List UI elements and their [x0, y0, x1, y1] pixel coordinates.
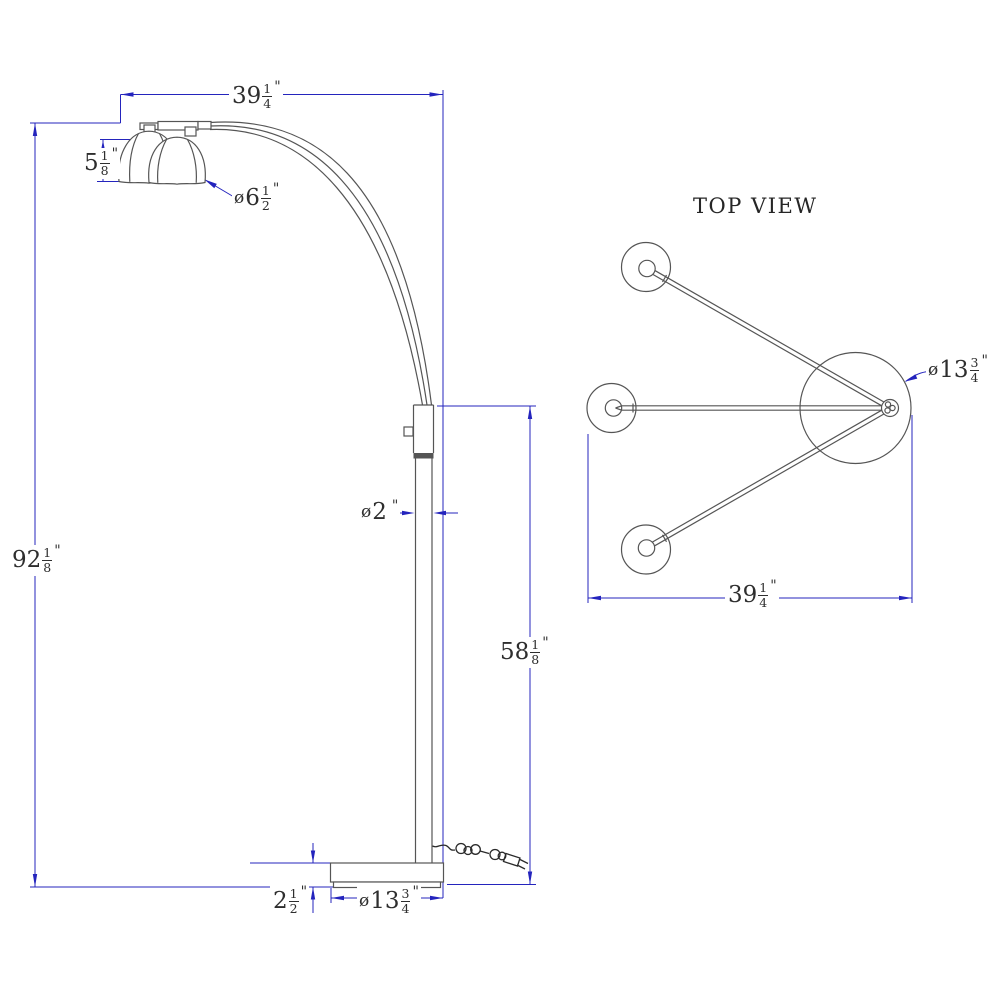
- lamp-pole: [403, 404, 435, 863]
- shade-circle-middle: [586, 382, 637, 434]
- power-cord: [432, 842, 529, 870]
- arc-arm: [209, 128, 424, 406]
- dim-pole-diameter: [396, 510, 458, 516]
- lamp-base: [329, 862, 445, 889]
- top-view-geometry: [586, 241, 912, 575]
- lamp-shade: [148, 136, 206, 185]
- shade-circle-lower: [620, 524, 672, 575]
- arm-fitting: [197, 120, 212, 130]
- power-plug: [502, 852, 521, 867]
- tv-dim-span: [587, 415, 913, 603]
- pole-switch: [403, 426, 414, 437]
- lamp-geometry: [118, 120, 529, 889]
- arm-middle: [615, 403, 882, 413]
- arc-arm: [209, 125, 428, 406]
- shade-neck: [184, 126, 197, 137]
- shade-circle-upper: [620, 241, 672, 293]
- arm-lower: [652, 409, 884, 547]
- pole-joint-band: [413, 453, 434, 459]
- hub: [880, 398, 900, 418]
- side-view: [30, 90, 536, 913]
- top-view: [586, 241, 930, 603]
- arc-arm: [209, 121, 433, 406]
- side-view-dimensions: [30, 90, 536, 913]
- dim-base-height: [250, 843, 331, 913]
- dim-arc-reach: [120, 90, 444, 898]
- top-view-title: TOP VIEW: [693, 194, 818, 218]
- arm-upper: [652, 270, 884, 407]
- dim-total-height: [30, 122, 333, 888]
- base-circle: [799, 351, 912, 465]
- dim-shade-diameter-leader: [204, 179, 235, 198]
